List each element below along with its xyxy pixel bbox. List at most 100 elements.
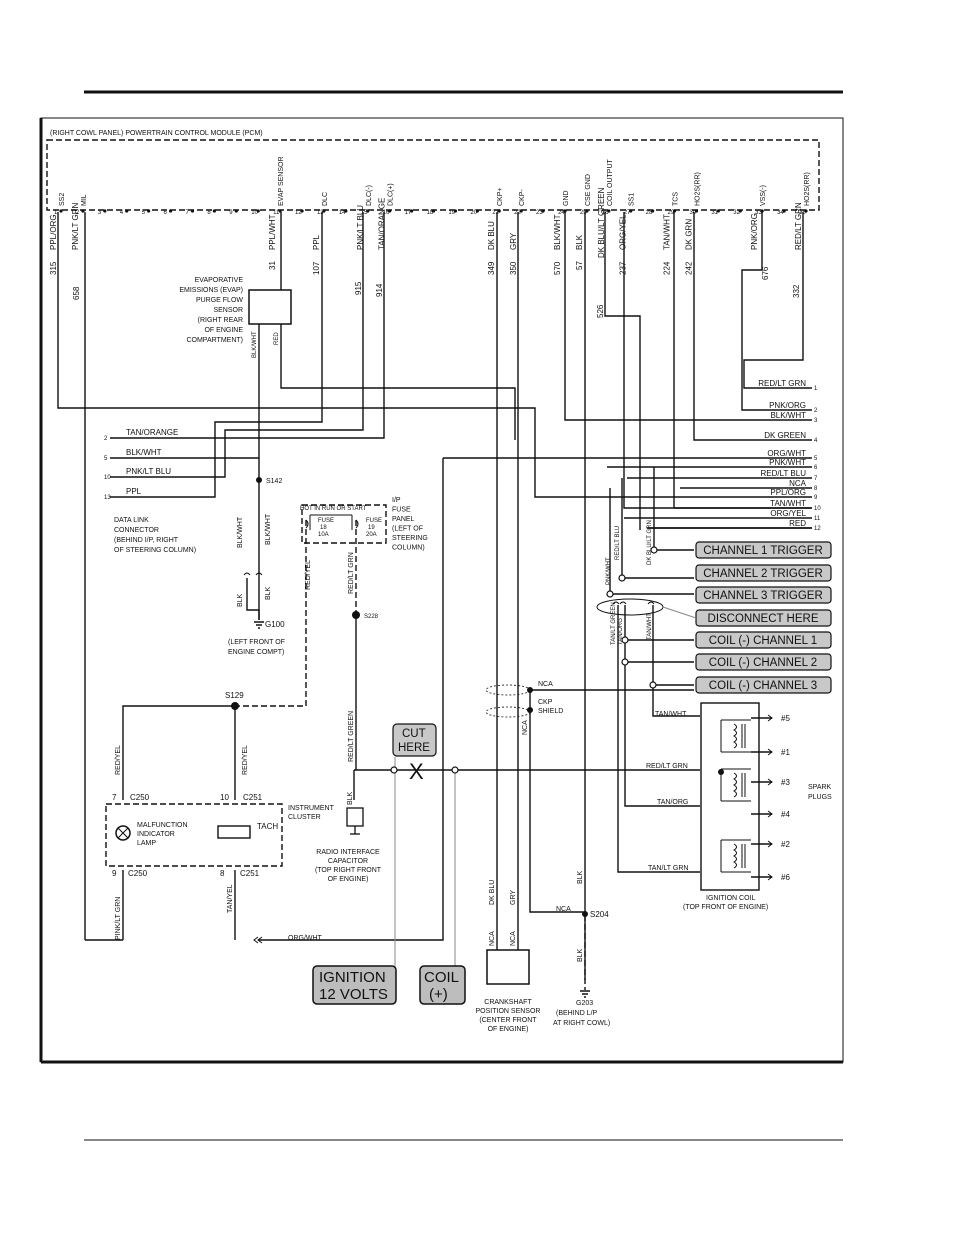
g203-blk2: BLK: [577, 948, 584, 962]
right-conn-wire: ORG/YEL: [770, 509, 806, 518]
pcm-wire-color: PNK/ORG: [750, 213, 759, 250]
pcm-wire-color: TAN/ORANGE: [378, 198, 387, 250]
crank-text-line: OF ENGINE): [488, 1026, 529, 1033]
splice-s228: [352, 611, 360, 619]
dlc-pin-wire: PPL: [126, 487, 142, 496]
svg-text:HERE: HERE: [398, 742, 430, 754]
g100-wire3: BLK: [237, 593, 244, 607]
fuse-text-line: COLUMN): [392, 545, 425, 552]
pcm-pin-num: 24: [558, 210, 565, 216]
ignition-coil: [700, 702, 760, 891]
pcm-wire-color: PPL: [312, 234, 321, 250]
vlabel-pnk-wht: PNK/WHT: [606, 557, 612, 585]
tach-wire-top: RED/YEL: [242, 745, 249, 775]
pcm-pin-num: 10: [251, 210, 258, 216]
pcm-pin-num: 3: [98, 210, 102, 216]
right-conn-wire: DK GREEN: [764, 431, 806, 440]
splice-s129-label: S129: [225, 691, 244, 700]
dlc-pin-wire: BLK/WHT: [126, 448, 162, 457]
g203-label: G203: [576, 1000, 593, 1007]
evap-text-line: EMISSIONS (EVAP): [179, 287, 243, 294]
right-conn-pin-num: 10: [814, 506, 821, 512]
pcm-circuit-num: 237: [619, 261, 628, 275]
channel-3-trigger-callout: CHANNEL 3 TRIGGER: [695, 586, 832, 604]
pcm-pin-label: MIL: [81, 194, 88, 206]
spark-plug-num: #6: [781, 873, 790, 882]
cluster-c251-top: C251: [243, 793, 263, 802]
radio-capacitor: [346, 807, 364, 827]
evap-text-line: SENSOR: [213, 307, 243, 314]
cluster-label-1: INSTRUMENT: [288, 805, 335, 812]
capacitor-text-line: RADIO INTERFACE: [316, 849, 380, 856]
cluster-pin9: 9: [112, 869, 117, 878]
right-conn-pin-num: 2: [814, 408, 818, 414]
right-conn-pin-num: 7: [814, 476, 818, 482]
coil-neg-channel-2-callout: COIL (-) CHANNEL 2: [695, 653, 832, 671]
evap-wire-left: BLK/WHT: [252, 331, 258, 358]
pcm-circuit-num: 242: [684, 261, 693, 275]
pcm-pin-label: GND: [563, 190, 570, 206]
mil-text-2: INDICATOR: [137, 831, 175, 838]
splice-s228-label: S228: [364, 614, 379, 620]
g100-wire4: BLK: [265, 586, 272, 600]
pcm-pin-num: 28: [646, 210, 653, 216]
pcm-pin-num: 25: [580, 210, 587, 216]
crank-gry: GRY: [510, 890, 517, 905]
channel-1-trigger-callout: CHANNEL 1 TRIGGER: [695, 541, 832, 559]
right-conn-wire: BLK/WHT: [770, 411, 806, 420]
splice-s142-label: S142: [266, 478, 282, 485]
pcm-pin-num: 18: [427, 210, 434, 216]
right-conn-wire: PPL/ORG: [770, 488, 806, 497]
pcm-box: [46, 139, 820, 211]
svg-text:CUT: CUT: [402, 728, 426, 740]
pcm-pin-num: 6: [164, 210, 168, 216]
pcm-circuit-num: 315: [49, 261, 58, 275]
evap-wire-right: RED: [274, 332, 280, 345]
crank-nca-2: NCA: [556, 906, 571, 913]
svg-text:IGNITION: IGNITION: [319, 969, 386, 986]
right-conn-pin-num: 9: [814, 495, 818, 501]
pcm-pin-num: 4: [120, 210, 124, 216]
right-conn-wire: PNK/WHT: [769, 458, 806, 467]
fuse2-line3: 20A: [366, 532, 377, 538]
pcm-pin-num: 30: [689, 210, 696, 216]
disconnect-here-text: DISCONNECT HERE: [708, 613, 819, 625]
pcm-wire-color: DK BLU/LT GREEN: [597, 187, 606, 258]
mil-lamp: [115, 825, 131, 841]
crank-dkblu: DK BLU: [489, 880, 496, 905]
fuse2-line1: FUSE: [366, 518, 382, 524]
crank-text-line: POSITION SENSOR: [476, 1008, 541, 1015]
ground-g100-symbol: [254, 621, 264, 629]
dlc-text-line: DATA LINK: [114, 517, 149, 524]
coil-neg-channel-3-text: COIL (-) CHANNEL 3: [709, 680, 817, 692]
mil-text-3: LAMP: [137, 840, 156, 847]
cluster-pin10: 10: [220, 793, 229, 802]
coil-neg-channel-1-text: COIL (-) CHANNEL 1: [709, 635, 817, 647]
channel-2-trigger-text: CHANNEL 2 TRIGGER: [703, 568, 823, 580]
fuse1-line1: FUSE: [318, 518, 334, 524]
pcm-circuit-num: 526: [596, 304, 605, 318]
spark-plug-num: #3: [781, 778, 790, 787]
g100-wire1: BLK/WHT: [237, 516, 244, 548]
pcm-wire-color: RED/LT GRN: [794, 202, 803, 250]
cut-here-callout: CUT HERE: [392, 723, 437, 757]
coil-label-1: IGNITION COIL: [706, 895, 756, 902]
right-conn-wire: NCA: [789, 479, 807, 488]
pcm-circuit-num: 915: [354, 281, 363, 295]
right-conn-pin-num: 1: [814, 386, 818, 392]
crank-text-line: CRANKSHAFT: [484, 999, 532, 1006]
crankshaft-sensor: [486, 949, 530, 985]
pcm-pin-num: 7: [185, 210, 189, 216]
pcm-pin-label: DLC(-): [366, 185, 373, 206]
pcm-pin-num: 23: [536, 210, 543, 216]
evap-sensor: [248, 289, 292, 325]
dlc-text-line: (BEHIND I/P, RIGHT: [114, 537, 179, 544]
tach-wire-bot: TAN/YEL: [227, 884, 234, 913]
g100-label: G100: [265, 620, 285, 629]
pcm-title: (RIGHT COWL PANEL) POWERTRAIN CONTROL MO…: [50, 130, 263, 137]
pcm-pin-label: HO2S(RR): [694, 172, 701, 206]
right-conn-wire: RED: [789, 519, 806, 528]
